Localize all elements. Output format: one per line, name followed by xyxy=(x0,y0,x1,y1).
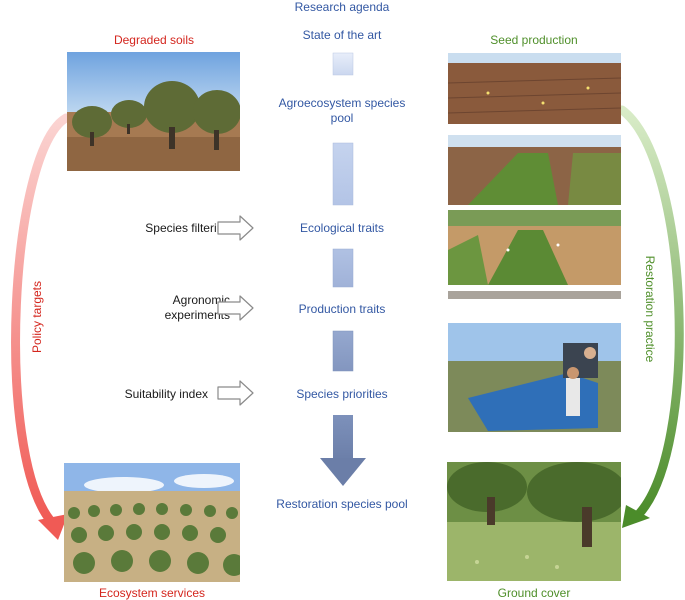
step-species-priorities: Species priorities xyxy=(296,387,388,401)
hollow-arrow-icon-2 xyxy=(217,295,254,321)
seed-production-label: Seed production xyxy=(490,33,578,47)
method-agronomic-experiments: Agronomic experiments xyxy=(120,293,230,323)
ecosystem-services-label: Ecosystem services xyxy=(98,586,206,600)
policy-targets-arrow xyxy=(11,113,71,525)
seed-field-photo-4-strip xyxy=(448,291,621,299)
hollow-arrow-icon-3 xyxy=(217,380,254,406)
step-production-traits: Production traits xyxy=(298,302,386,316)
policy-targets-arrowhead xyxy=(38,514,68,540)
method-species-filtering: Species filtering xyxy=(145,221,230,235)
method-suitability-index: Suitability index xyxy=(124,387,208,401)
research-agenda-title: Research agenda xyxy=(294,0,390,14)
degraded-soils-photo xyxy=(67,52,240,171)
flow-bar-3 xyxy=(332,248,354,288)
step-restoration-species-pool: Restoration species pool xyxy=(276,497,408,511)
step-agroecosystem-species-pool: Agroecosystem species pool xyxy=(272,96,412,126)
restoration-practice-arrow xyxy=(617,105,684,520)
seed-field-photo-1 xyxy=(448,53,621,124)
ground-cover-photo xyxy=(447,462,621,581)
flow-bar-1 xyxy=(332,52,354,76)
step-state-of-the-art: State of the art xyxy=(302,28,382,42)
harvester-photo xyxy=(448,323,621,432)
flow-bar-2 xyxy=(332,142,354,206)
degraded-soils-label: Degraded soils xyxy=(113,33,195,47)
method-agronomic-experiments-text: Agronomic experiments xyxy=(164,293,230,322)
seed-field-photo-3 xyxy=(448,210,621,285)
flow-bar-4 xyxy=(332,330,354,372)
hollow-arrow-icon-1 xyxy=(217,215,254,241)
ground-cover-label: Ground cover xyxy=(497,586,571,600)
restoration-practice-arrowhead xyxy=(622,505,650,528)
step-ecological-traits: Ecological traits xyxy=(299,221,385,235)
ecosystem-services-photo xyxy=(64,463,240,582)
step-agroecosystem-species-pool-text: Agroecosystem species pool xyxy=(278,96,406,125)
flow-big-arrow xyxy=(320,415,366,486)
seed-field-photo-2 xyxy=(448,135,621,205)
